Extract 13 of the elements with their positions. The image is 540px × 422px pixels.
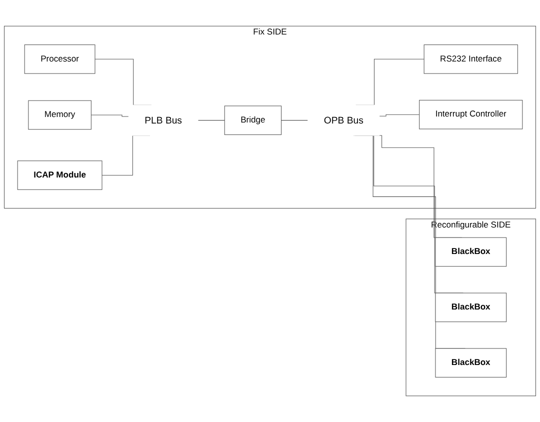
connector (90, 114, 129, 117)
node-box: BlackBox (435, 237, 507, 267)
node-box: RS232 Interface (424, 44, 518, 74)
node-box: Bridge (224, 106, 282, 135)
node-box: BlackBox (435, 348, 507, 378)
node-box: ICAP Module (17, 160, 102, 190)
node-box: Memory (28, 100, 92, 130)
connector (198, 120, 225, 121)
connector (379, 114, 420, 116)
node-box: Processor (24, 44, 96, 74)
node-box: BlackBox (435, 292, 507, 322)
node-box: Interrupt Controller (419, 100, 523, 130)
connector (281, 120, 308, 121)
